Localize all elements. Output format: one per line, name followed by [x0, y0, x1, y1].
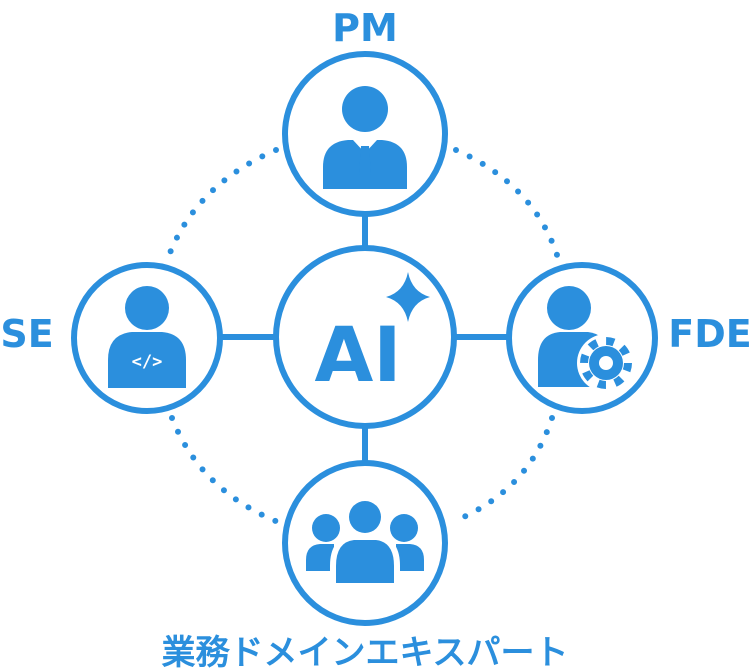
label-pm: PM — [332, 6, 398, 50]
domain-expert-node — [282, 460, 448, 626]
gear-icon — [577, 334, 635, 392]
fde-node — [506, 262, 658, 414]
label-se: SE — [0, 312, 53, 356]
dotted-arc-top-left — [165, 147, 279, 261]
center-label: AI — [314, 310, 401, 399]
pm-node — [282, 51, 448, 217]
dotted-arc-top-right — [453, 147, 561, 261]
dotted-ring — [165, 147, 561, 525]
businessperson-icon — [323, 86, 407, 189]
dotted-arc-bottom-left — [169, 415, 281, 525]
label-fde: FDE — [668, 312, 751, 356]
sparkle-icon — [386, 272, 430, 322]
group-icon — [306, 498, 424, 586]
se-node: </> — [71, 262, 223, 414]
developer-icon: </> — [108, 286, 186, 388]
label-domain-expert: 業務ドメインエキスパート — [162, 633, 569, 672]
center-node: AI — [273, 245, 457, 429]
connector-lines — [220, 214, 510, 462]
dotted-arc-bottom-right — [449, 415, 555, 525]
pm-node-circle — [282, 51, 448, 217]
engineer-gear-icon — [538, 286, 635, 392]
code-badge: </> — [132, 352, 163, 372]
